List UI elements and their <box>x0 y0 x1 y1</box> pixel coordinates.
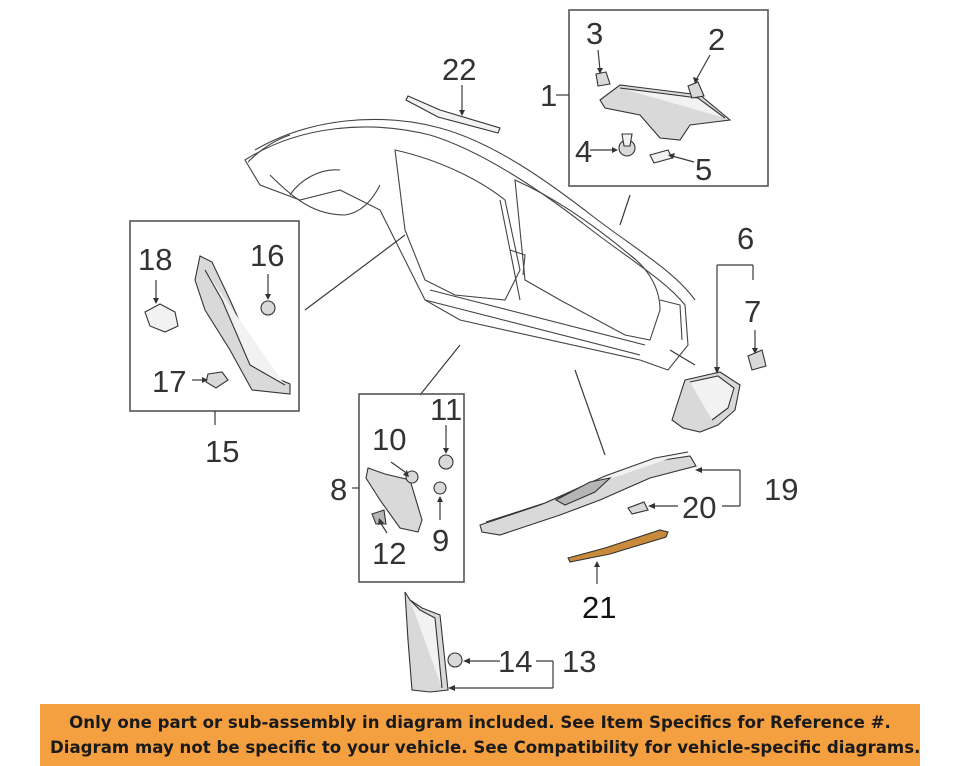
callout-18: 18 <box>138 242 172 277</box>
box-part-15-group: 18 16 17 15 <box>129 220 300 469</box>
callout-15: 15 <box>205 434 239 469</box>
callout-14: 14 <box>498 644 532 679</box>
part-22-roof-strip: 22 <box>405 52 501 134</box>
callout-6: 6 <box>737 221 754 256</box>
disclaimer-banner: Only one part or sub-assembly in diagram… <box>40 704 920 766</box>
callout-7: 7 <box>744 294 761 329</box>
body-side-frame <box>244 118 696 371</box>
callout-13: 13 <box>562 644 596 679</box>
callout-17: 17 <box>152 364 186 399</box>
part-21-strip: 21 <box>567 529 669 625</box>
callout-4: 4 <box>575 134 592 169</box>
callout-19: 19 <box>764 472 798 507</box>
callout-16: 16 <box>250 238 284 273</box>
leader-lines <box>304 194 696 456</box>
callout-21: 21 <box>582 590 616 625</box>
part-6-7-group: 6 7 <box>671 221 767 433</box>
callout-9: 9 <box>432 523 449 558</box>
part-13-14-group: 14 13 <box>404 591 596 693</box>
callout-20: 20 <box>682 490 716 525</box>
callout-8: 8 <box>330 472 347 507</box>
callout-2: 2 <box>708 22 725 57</box>
parts-diagram: 22 1 3 2 4 5 <box>129 9 798 693</box>
callout-11: 11 <box>430 392 462 427</box>
box-part-8-group: 10 11 8 9 12 <box>330 392 465 583</box>
disclaimer-line-2: Diagram may not be specific to your vehi… <box>50 738 921 757</box>
callout-10: 10 <box>372 422 406 457</box>
part-19-sill-plate: 19 20 <box>479 451 798 536</box>
callout-1: 1 <box>540 78 557 113</box>
callout-22: 22 <box>442 52 476 87</box>
callout-3: 3 <box>586 16 603 51</box>
disclaimer-line-1: Only one part or sub-assembly in diagram… <box>69 713 891 732</box>
callout-12: 12 <box>372 536 406 571</box>
callout-5: 5 <box>695 152 712 187</box>
box-part-1-group: 1 3 2 4 5 <box>540 9 769 187</box>
